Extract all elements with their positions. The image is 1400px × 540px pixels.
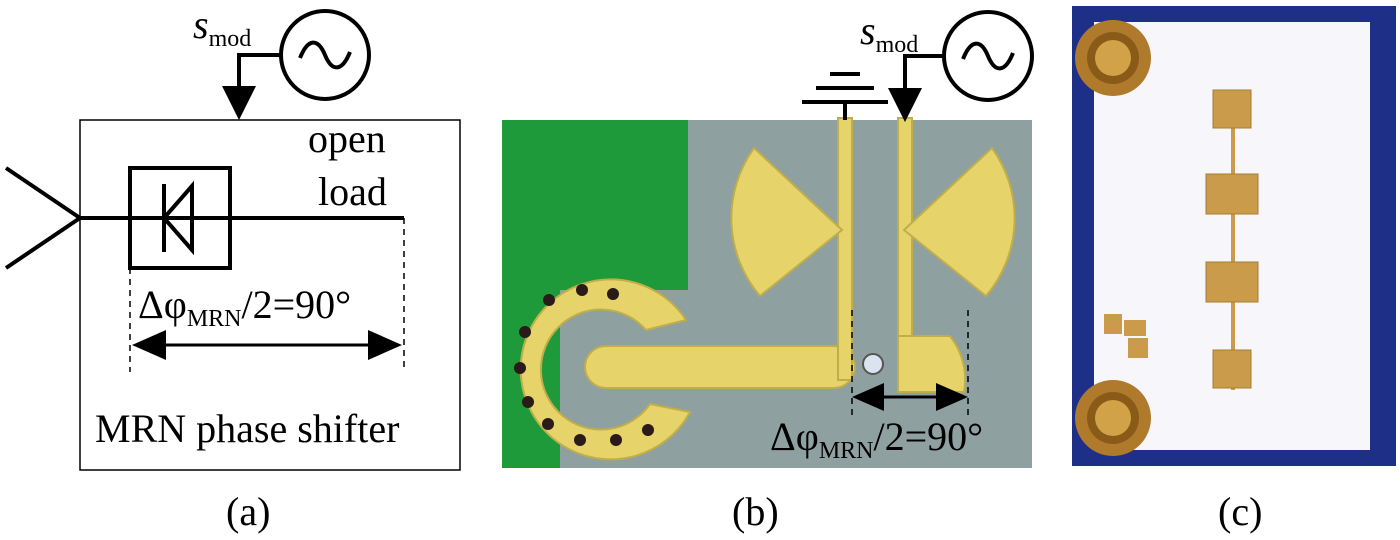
mounting-hole-top	[1075, 20, 1151, 96]
phase-shifter-box	[79, 119, 461, 471]
ground-icon	[802, 72, 888, 120]
stub-horizontal	[584, 345, 856, 389]
patch-4	[1212, 349, 1252, 389]
patch-3	[1205, 261, 1259, 303]
signal-label-a: smod	[193, 2, 251, 52]
signal-arrow-icon	[222, 86, 256, 120]
patch-array	[1205, 89, 1259, 389]
phase-arrow-left-b	[852, 383, 884, 411]
signal-arrow-icon-b	[888, 88, 922, 122]
box-title: MRN phase shifter	[95, 406, 399, 451]
mounting-hole-bottom	[1075, 380, 1151, 456]
patch-2	[1205, 173, 1259, 215]
via-holes	[514, 284, 654, 446]
phase-arrow-right-a	[368, 330, 402, 360]
left-feed-line	[837, 117, 853, 381]
left-radial-stub	[730, 146, 844, 298]
right-radial-stub	[902, 146, 1016, 298]
antenna-icon	[4, 166, 82, 270]
signal-source-icon	[279, 9, 371, 101]
open-load-line1: open	[308, 116, 386, 161]
diode-component	[862, 353, 884, 375]
small-radial-stub	[897, 335, 967, 393]
open-load-line2: load	[318, 169, 387, 214]
caption-c: (c)	[1218, 489, 1262, 534]
signal-wire	[237, 53, 281, 92]
patch-1	[1212, 89, 1252, 129]
caption-b: (b)	[732, 489, 779, 534]
panel-c-photo: (c)	[1072, 6, 1396, 534]
signal-source-icon-b	[942, 10, 1034, 102]
panel-b-photo: smod ΔφMRN/2=90° (b)	[502, 8, 1034, 534]
diode-icon	[161, 180, 194, 256]
phase-arrow-left-a	[132, 330, 166, 360]
signal-wire-b	[903, 54, 944, 92]
metal-pattern	[519, 117, 1016, 461]
caption-a: (a)	[226, 489, 270, 534]
small-chip-pads	[1104, 314, 1148, 358]
panel-a-schematic: smod open load ΔφMRN/2=90° MRN phase shi…	[4, 2, 461, 534]
phase-label-b: ΔφMRN/2=90°	[770, 414, 983, 464]
ring-pad	[519, 278, 692, 461]
phase-arrow-right-b	[936, 383, 968, 411]
signal-label-b: smod	[860, 8, 918, 58]
phase-label-a: ΔφMRN/2=90°	[138, 282, 351, 332]
